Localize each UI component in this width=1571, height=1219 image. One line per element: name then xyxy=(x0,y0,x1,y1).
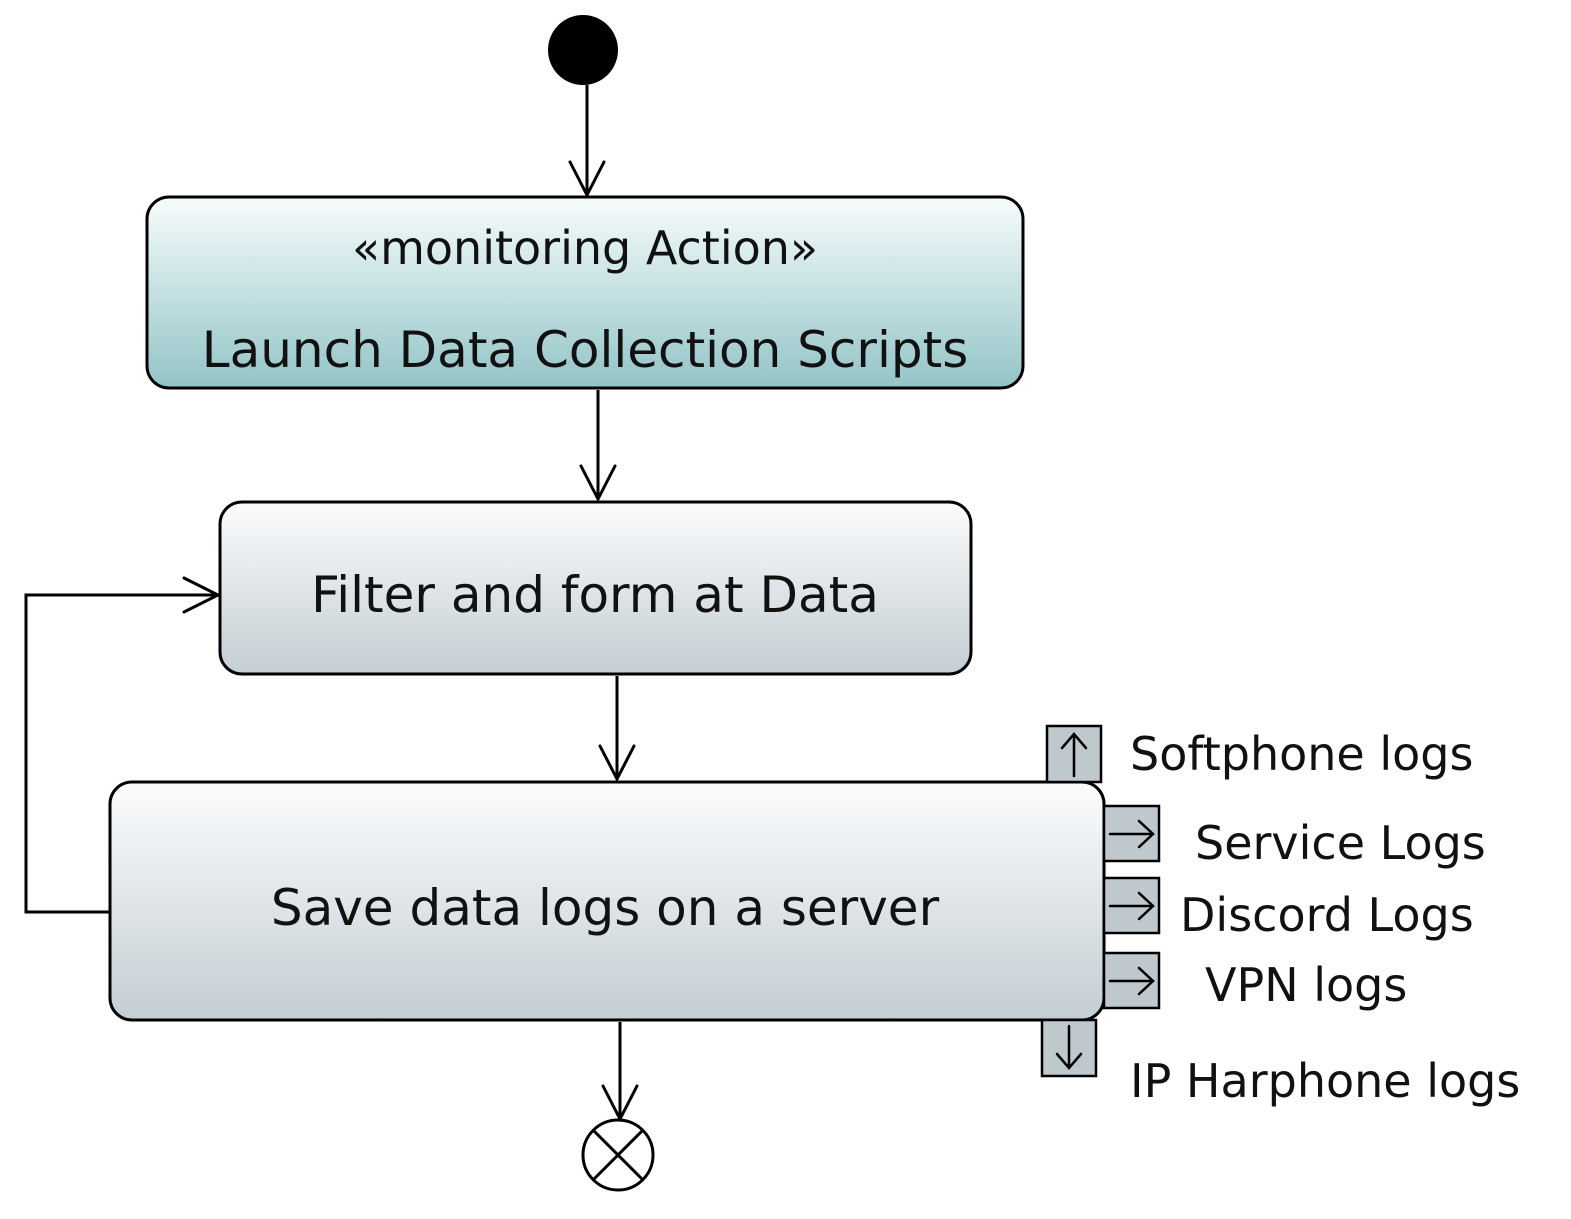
pin-softphone-logs[interactable]: Softphone logs xyxy=(1045,724,1473,784)
action-stereotype: «monitoring Action» xyxy=(352,221,818,275)
pin-vpn-logs[interactable]: VPN logs xyxy=(1102,951,1407,1012)
pin-label: Discord Logs xyxy=(1180,888,1474,942)
pin-service-logs[interactable]: Service Logs xyxy=(1102,804,1486,870)
pin-label: VPN logs xyxy=(1205,958,1407,1012)
arrow-right-icon xyxy=(1108,819,1155,849)
initial-node xyxy=(548,15,618,85)
edge-initial-to-launch xyxy=(568,85,606,199)
arrow-down-icon xyxy=(1055,1024,1083,1070)
arrow-up-icon xyxy=(1060,732,1088,778)
pin-label: Service Logs xyxy=(1195,816,1486,870)
pin-label: Softphone logs xyxy=(1130,727,1473,781)
action-label: Launch Data Collection Scripts xyxy=(202,321,969,379)
action-save-data-logs-on-a-server[interactable]: Save data logs on a server xyxy=(108,780,1106,1022)
action-label: Filter and form at Data xyxy=(311,566,879,624)
pin-discord-logs[interactable]: Discord Logs xyxy=(1102,876,1474,942)
pin-label: IP Harphone logs xyxy=(1130,1054,1520,1108)
flow-final-node xyxy=(581,1118,655,1192)
action-launch-data-collection-scripts[interactable]: «monitoring Action» Launch Data Collecti… xyxy=(145,195,1025,390)
arrow-right-icon xyxy=(1108,891,1155,921)
pin-ip-harphone-logs[interactable]: IP Harphone logs xyxy=(1040,1018,1520,1108)
edge-save-to-final xyxy=(601,1022,639,1123)
edge-launch-to-filter xyxy=(579,390,617,503)
edge-filter-to-save xyxy=(598,676,636,783)
action-filter-and-format-data[interactable]: Filter and form at Data xyxy=(218,500,973,676)
arrow-right-icon xyxy=(1108,966,1155,996)
edge-loop-save-to-filter xyxy=(24,576,222,914)
action-label: Save data logs on a server xyxy=(271,879,940,937)
